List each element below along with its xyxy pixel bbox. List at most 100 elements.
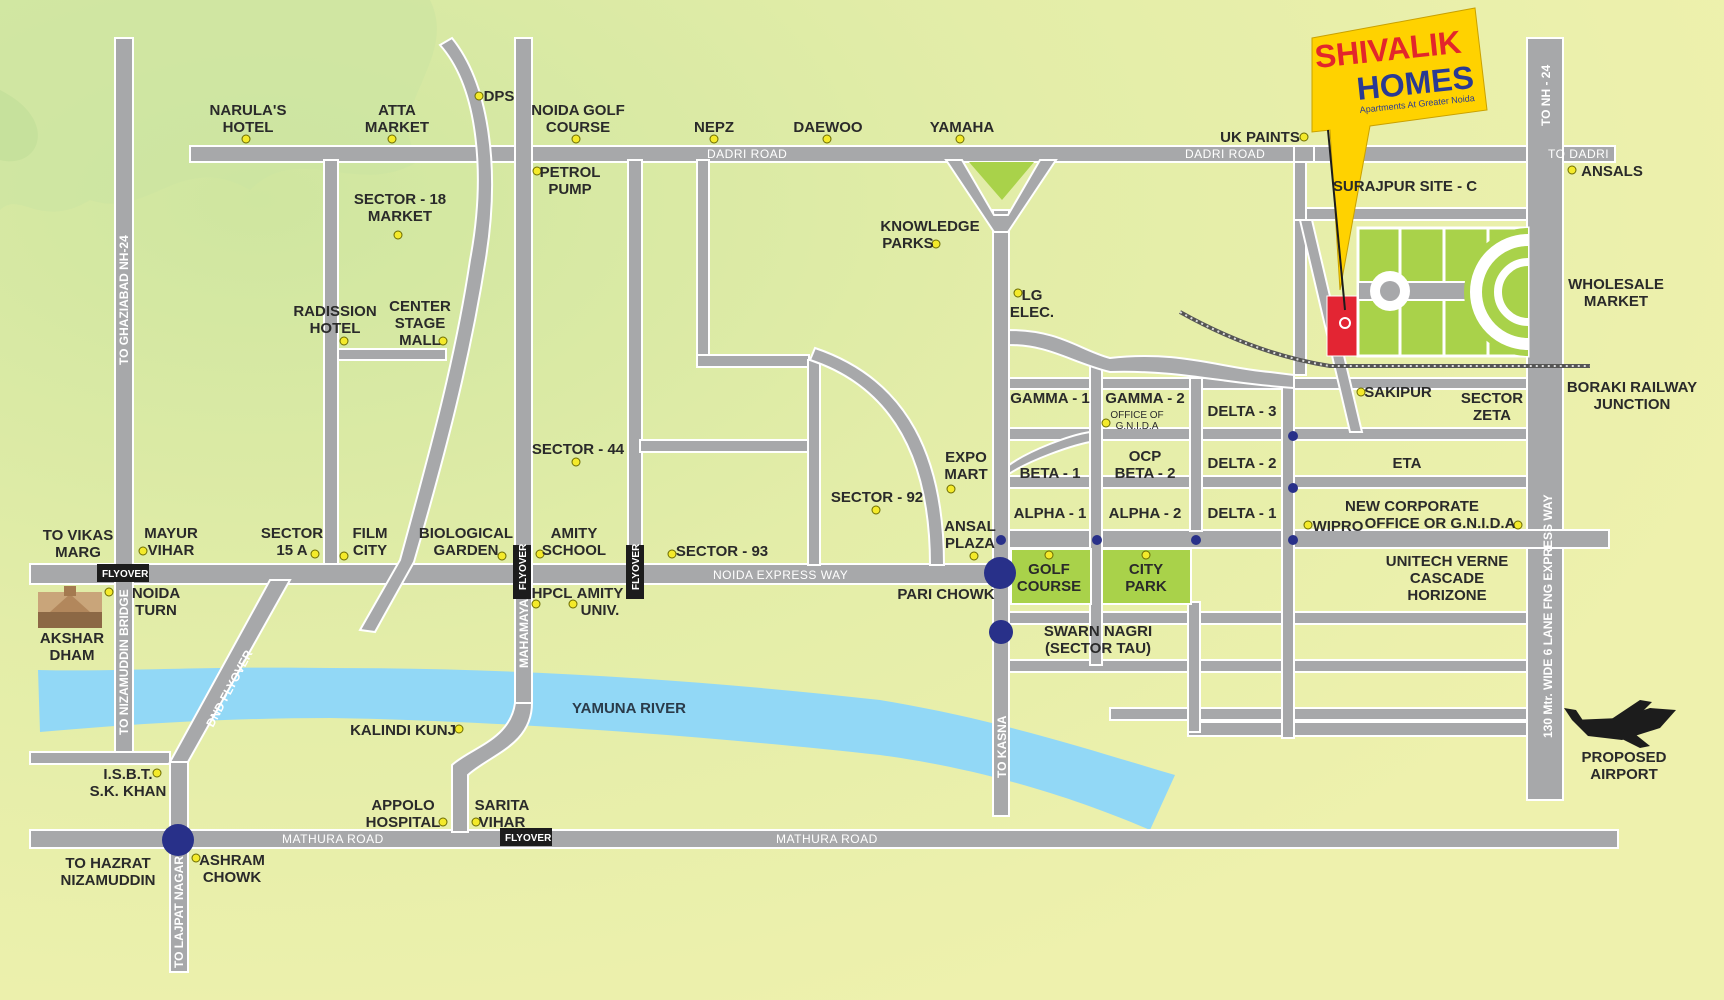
- eta-label: ETA: [1393, 455, 1422, 472]
- delta2-label: DELTA - 2: [1208, 455, 1277, 472]
- background-leaf-shape-2: [0, 90, 38, 162]
- mayur-vihar-line2: VIHAR: [148, 542, 195, 559]
- appolo-hospital-line2: HOSPITAL: [366, 814, 441, 831]
- center-stage-mall-line3: MALL: [399, 332, 441, 349]
- boraki-junction-line2: JUNCTION: [1594, 396, 1671, 413]
- expo-mart-line2: MART: [944, 466, 987, 483]
- to-nizamuddin-bridge-label: TO NIZAMUDDIN BRIDGE: [117, 589, 131, 735]
- alpha2-label: ALPHA - 2: [1109, 505, 1182, 522]
- sector-15a-line1: SECTOR: [261, 525, 323, 542]
- zone-labels: SURAJPUR SITE - C GAMMA - 1 GAMMA - 2 OF…: [1010, 178, 1523, 604]
- ashram-chowk-line1: ASHRAM: [199, 852, 265, 869]
- film-city-line2: CITY: [353, 542, 387, 559]
- place-labels: NARULA'S HOTEL ATTA MARKET DPS NOIDA GOL…: [40, 88, 1697, 889]
- sakipur-label: SAKIPUR: [1364, 384, 1432, 401]
- sector-15a-line2: 15 A: [276, 542, 307, 559]
- kalindi-kunj-label: KALINDI KUNJ: [350, 722, 456, 739]
- mathura-road-label-2: MATHURA ROAD: [776, 832, 878, 846]
- biological-garden-line1: BIOLOGICAL: [419, 525, 513, 542]
- petrol-pump-line2: PUMP: [548, 181, 591, 198]
- swarn-nagri-line2: (SECTOR TAU): [1045, 640, 1151, 657]
- pari-chowk-junction: [984, 557, 1016, 589]
- dadri-road-label: DADRI ROAD: [707, 147, 787, 161]
- amity-school-line2: SCHOOL: [542, 542, 606, 559]
- flyover-tag-1: FLYOVER: [102, 569, 149, 580]
- mayur-vihar-line1: MAYUR: [144, 525, 198, 542]
- sector93-flyover-tag: FLYOVER: [631, 543, 642, 590]
- unitech-line2: CASCADE: [1410, 570, 1484, 587]
- noida-expressway-label: NOIDA EXPRESS WAY: [713, 568, 848, 582]
- to-ghaziabad-label: TO GHAZIABAD NH-24: [117, 235, 131, 365]
- amity-univ-line1: AMITY: [577, 585, 624, 602]
- sector-zeta-line2: ZETA: [1473, 407, 1511, 424]
- mahamaya-label: MAHAMAYA: [517, 599, 531, 668]
- railway-line: [1179, 310, 1590, 368]
- narulas-hotel-line2: HOTEL: [223, 119, 274, 136]
- to-kasna-label: TO KASNA: [995, 715, 1009, 778]
- film-city-line1: FILM: [353, 525, 388, 542]
- boraki-junction-line1: BORAKI RAILWAY: [1567, 379, 1697, 396]
- yamaha-label: YAMAHA: [930, 119, 995, 136]
- atta-market-line2: MARKET: [365, 119, 429, 136]
- expo-mart-line1: EXPO: [945, 449, 987, 466]
- to-hazrat-nizamuddin-line2: NIZAMUDDIN: [61, 872, 156, 889]
- lg-elec-line1: LG: [1022, 287, 1043, 304]
- sarita-vihar-line2: VIHAR: [479, 814, 526, 831]
- golf-course-line2: COURSE: [1017, 578, 1081, 595]
- to-lajpat-nagar-label: TO LAJPAT NAGAR: [172, 856, 186, 968]
- biological-garden-line2: GARDEN: [433, 542, 498, 559]
- swarn-nagri-line1: SWARN NAGRI: [1044, 623, 1152, 640]
- to-hazrat-nizamuddin-line1: TO HAZRAT: [65, 855, 150, 872]
- to-nh24-label: TO NH - 24: [1539, 65, 1553, 126]
- alpha1-label: ALPHA - 1: [1014, 505, 1087, 522]
- center-stage-mall-line2: STAGE: [395, 315, 446, 332]
- flyover-tags: FLYOVER FLYOVER FLYOVER FLYOVER: [97, 543, 644, 846]
- ansal-plaza-line1: ANSAL: [944, 518, 996, 535]
- noida-golf-course-line2: COURSE: [546, 119, 610, 136]
- traffic-triangle: [969, 162, 1034, 200]
- unitech-line1: UNITECH VERNE: [1386, 553, 1509, 570]
- surajpur-site-label: SURAJPUR SITE - C: [1333, 178, 1477, 195]
- sarita-vihar-line1: SARITA: [475, 797, 530, 814]
- nepz-label: NEPZ: [694, 119, 734, 136]
- yamuna-river-label: YAMUNA RIVER: [572, 700, 686, 717]
- proposed-airport-line2: AIRPORT: [1590, 766, 1658, 783]
- location-markers: [104, 91, 1577, 863]
- isbt-line2: S.K. KHAN: [90, 783, 167, 800]
- sector-zeta-line1: SECTOR: [1461, 390, 1523, 407]
- knowledge-parks-line2: PARKS: [882, 235, 933, 252]
- gamma2-label: GAMMA - 2: [1105, 390, 1184, 407]
- new-corporate-line2: OFFICE OR G.N.I.D.A: [1365, 515, 1516, 532]
- ansals-label: ANSALS: [1581, 163, 1643, 180]
- dadri-road-label-2: DADRI ROAD: [1185, 147, 1265, 161]
- mathura-road-label: MATHURA ROAD: [282, 832, 384, 846]
- ashram-chowk-junction: [162, 824, 194, 856]
- radission-hotel-line2: HOTEL: [310, 320, 361, 337]
- expressway-130-label: 130 Mtr. WIDE 6 LANE FNG EXPRESS WAY: [1541, 494, 1555, 738]
- brand-flag: SHIVALIK HOMES Apartments At Greater Noi…: [1311, 7, 1488, 311]
- narulas-hotel-line1: NARULA'S: [210, 102, 287, 119]
- delta3-label: DELTA - 3: [1208, 403, 1277, 420]
- gamma2-sub-line2: G.N.I.D.A: [1116, 421, 1159, 432]
- noida-turn-line2: TURN: [135, 602, 177, 619]
- yamuna-river: [38, 667, 1175, 830]
- knowledge-parks-line1: KNOWLEDGE: [880, 218, 979, 235]
- sector-44-label: SECTOR - 44: [532, 441, 625, 458]
- center-stage-mall-line1: CENTER: [389, 298, 451, 315]
- flyover-tag-2: FLYOVER: [505, 833, 552, 844]
- radission-hotel-line1: RADISSION: [293, 303, 376, 320]
- pari-chowk-label: PARI CHOWK: [897, 586, 994, 603]
- petrol-pump-line1: PETROL: [540, 164, 601, 181]
- isbt-line1: I.S.B.T.: [103, 766, 152, 783]
- golf-course-line1: GOLF: [1028, 561, 1070, 578]
- to-vikas-marg-line2: MARG: [55, 544, 101, 561]
- amity-school-line1: AMITY: [551, 525, 598, 542]
- new-corporate-line1: NEW CORPORATE: [1345, 498, 1479, 515]
- ocp-beta2-line2: BETA - 2: [1115, 465, 1176, 482]
- city-park-line1: CITY: [1129, 561, 1163, 578]
- daewoo-label: DAEWOO: [793, 119, 862, 136]
- akshar-dham-line1: AKSHAR: [40, 630, 104, 647]
- lg-elec-line2: ELEC.: [1010, 304, 1054, 321]
- mahamaya-flyover-tag: FLYOVER: [518, 543, 529, 590]
